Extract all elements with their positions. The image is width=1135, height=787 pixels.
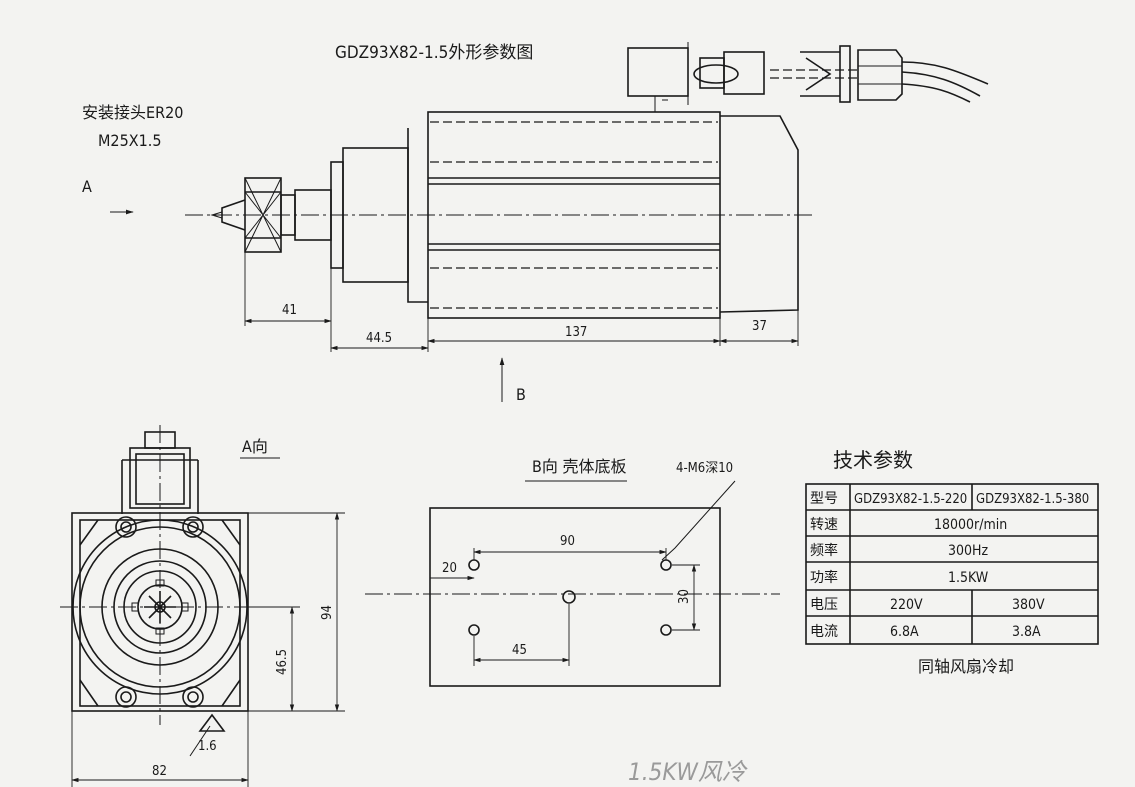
spec-row-current-220: 6.8A xyxy=(890,624,919,640)
spec-title: 技术参数 xyxy=(833,448,913,472)
spec-row-voltage-220: 220V xyxy=(890,597,923,613)
spec-row-current-param: 电流 xyxy=(810,624,838,640)
base-center-hole xyxy=(562,590,576,604)
handwritten-note: 1.5KW风冷 xyxy=(628,758,748,786)
spec-header-model-380: GDZ93X82-1.5-380 xyxy=(976,492,1089,507)
spec-row-speed-param: 转速 xyxy=(810,517,838,533)
base-hole-tl xyxy=(468,559,480,571)
dim-20: 20 xyxy=(442,561,457,576)
spec-cooling-note: 同轴风扇冷却 xyxy=(918,657,1014,676)
spec-row-voltage-param: 电压 xyxy=(810,597,838,613)
mount-collet-label: 安装接头ER20 xyxy=(82,103,183,122)
dim-45: 45 xyxy=(512,643,527,658)
dim-46-5: 46.5 xyxy=(275,649,290,675)
drawing-title: GDZ93X82-1.5外形参数图 xyxy=(335,43,533,63)
dim-37: 37 xyxy=(752,319,767,334)
spec-header-model-220: GDZ93X82-1.5-220 xyxy=(854,492,967,507)
spec-row-frequency-param: 频率 xyxy=(810,542,838,559)
dim-41: 41 xyxy=(282,303,297,318)
dim-82: 82 xyxy=(152,764,167,779)
dim-44-5: 44.5 xyxy=(366,331,392,346)
mount-thread-label: M25X1.5 xyxy=(98,131,161,150)
spec-row-frequency-value: 300Hz xyxy=(948,543,989,559)
dim-94: 94 xyxy=(320,605,335,620)
base-hole-tr xyxy=(660,559,672,571)
side-view: A xyxy=(82,42,989,404)
base-hole-br xyxy=(660,624,672,636)
mount-hole-br xyxy=(182,686,204,708)
dim-30: 30 xyxy=(677,589,692,604)
view-a: A向 94 46.5 xyxy=(60,425,345,787)
spec-header-param: 型号 xyxy=(810,491,838,507)
mount-hole-tr xyxy=(182,516,204,538)
spec-row-speed-value: 18000r/min xyxy=(934,517,1007,533)
spec-row-current-380: 3.8A xyxy=(1012,624,1041,640)
view-b-arrow-label: B xyxy=(516,385,526,404)
spec-row-power-value: 1.5KW xyxy=(948,570,989,586)
view-a-arrow-label: A xyxy=(82,177,92,196)
spec-table: 技术参数 型号 GDZ93X82-1.5-220 GDZ93X82-1.5-38… xyxy=(805,448,1099,676)
base-hole-bl xyxy=(468,624,480,636)
view-b-label: B向 壳体底板 xyxy=(532,457,626,476)
dim-90: 90 xyxy=(560,534,575,549)
dim-137: 137 xyxy=(565,325,587,340)
surface-finish-value: 1.6 xyxy=(198,739,217,754)
hole-callout: 4-M6深10 xyxy=(676,461,733,476)
view-a-label: A向 xyxy=(242,437,268,456)
spec-row-voltage-380: 380V xyxy=(1012,597,1045,613)
view-b: B向 壳体底板 4-M6深10 90 20 30 45 xyxy=(365,457,780,687)
mount-hole-tl xyxy=(115,516,137,538)
mount-hole-bl xyxy=(115,686,137,708)
spec-row-power-param: 功率 xyxy=(810,569,838,586)
